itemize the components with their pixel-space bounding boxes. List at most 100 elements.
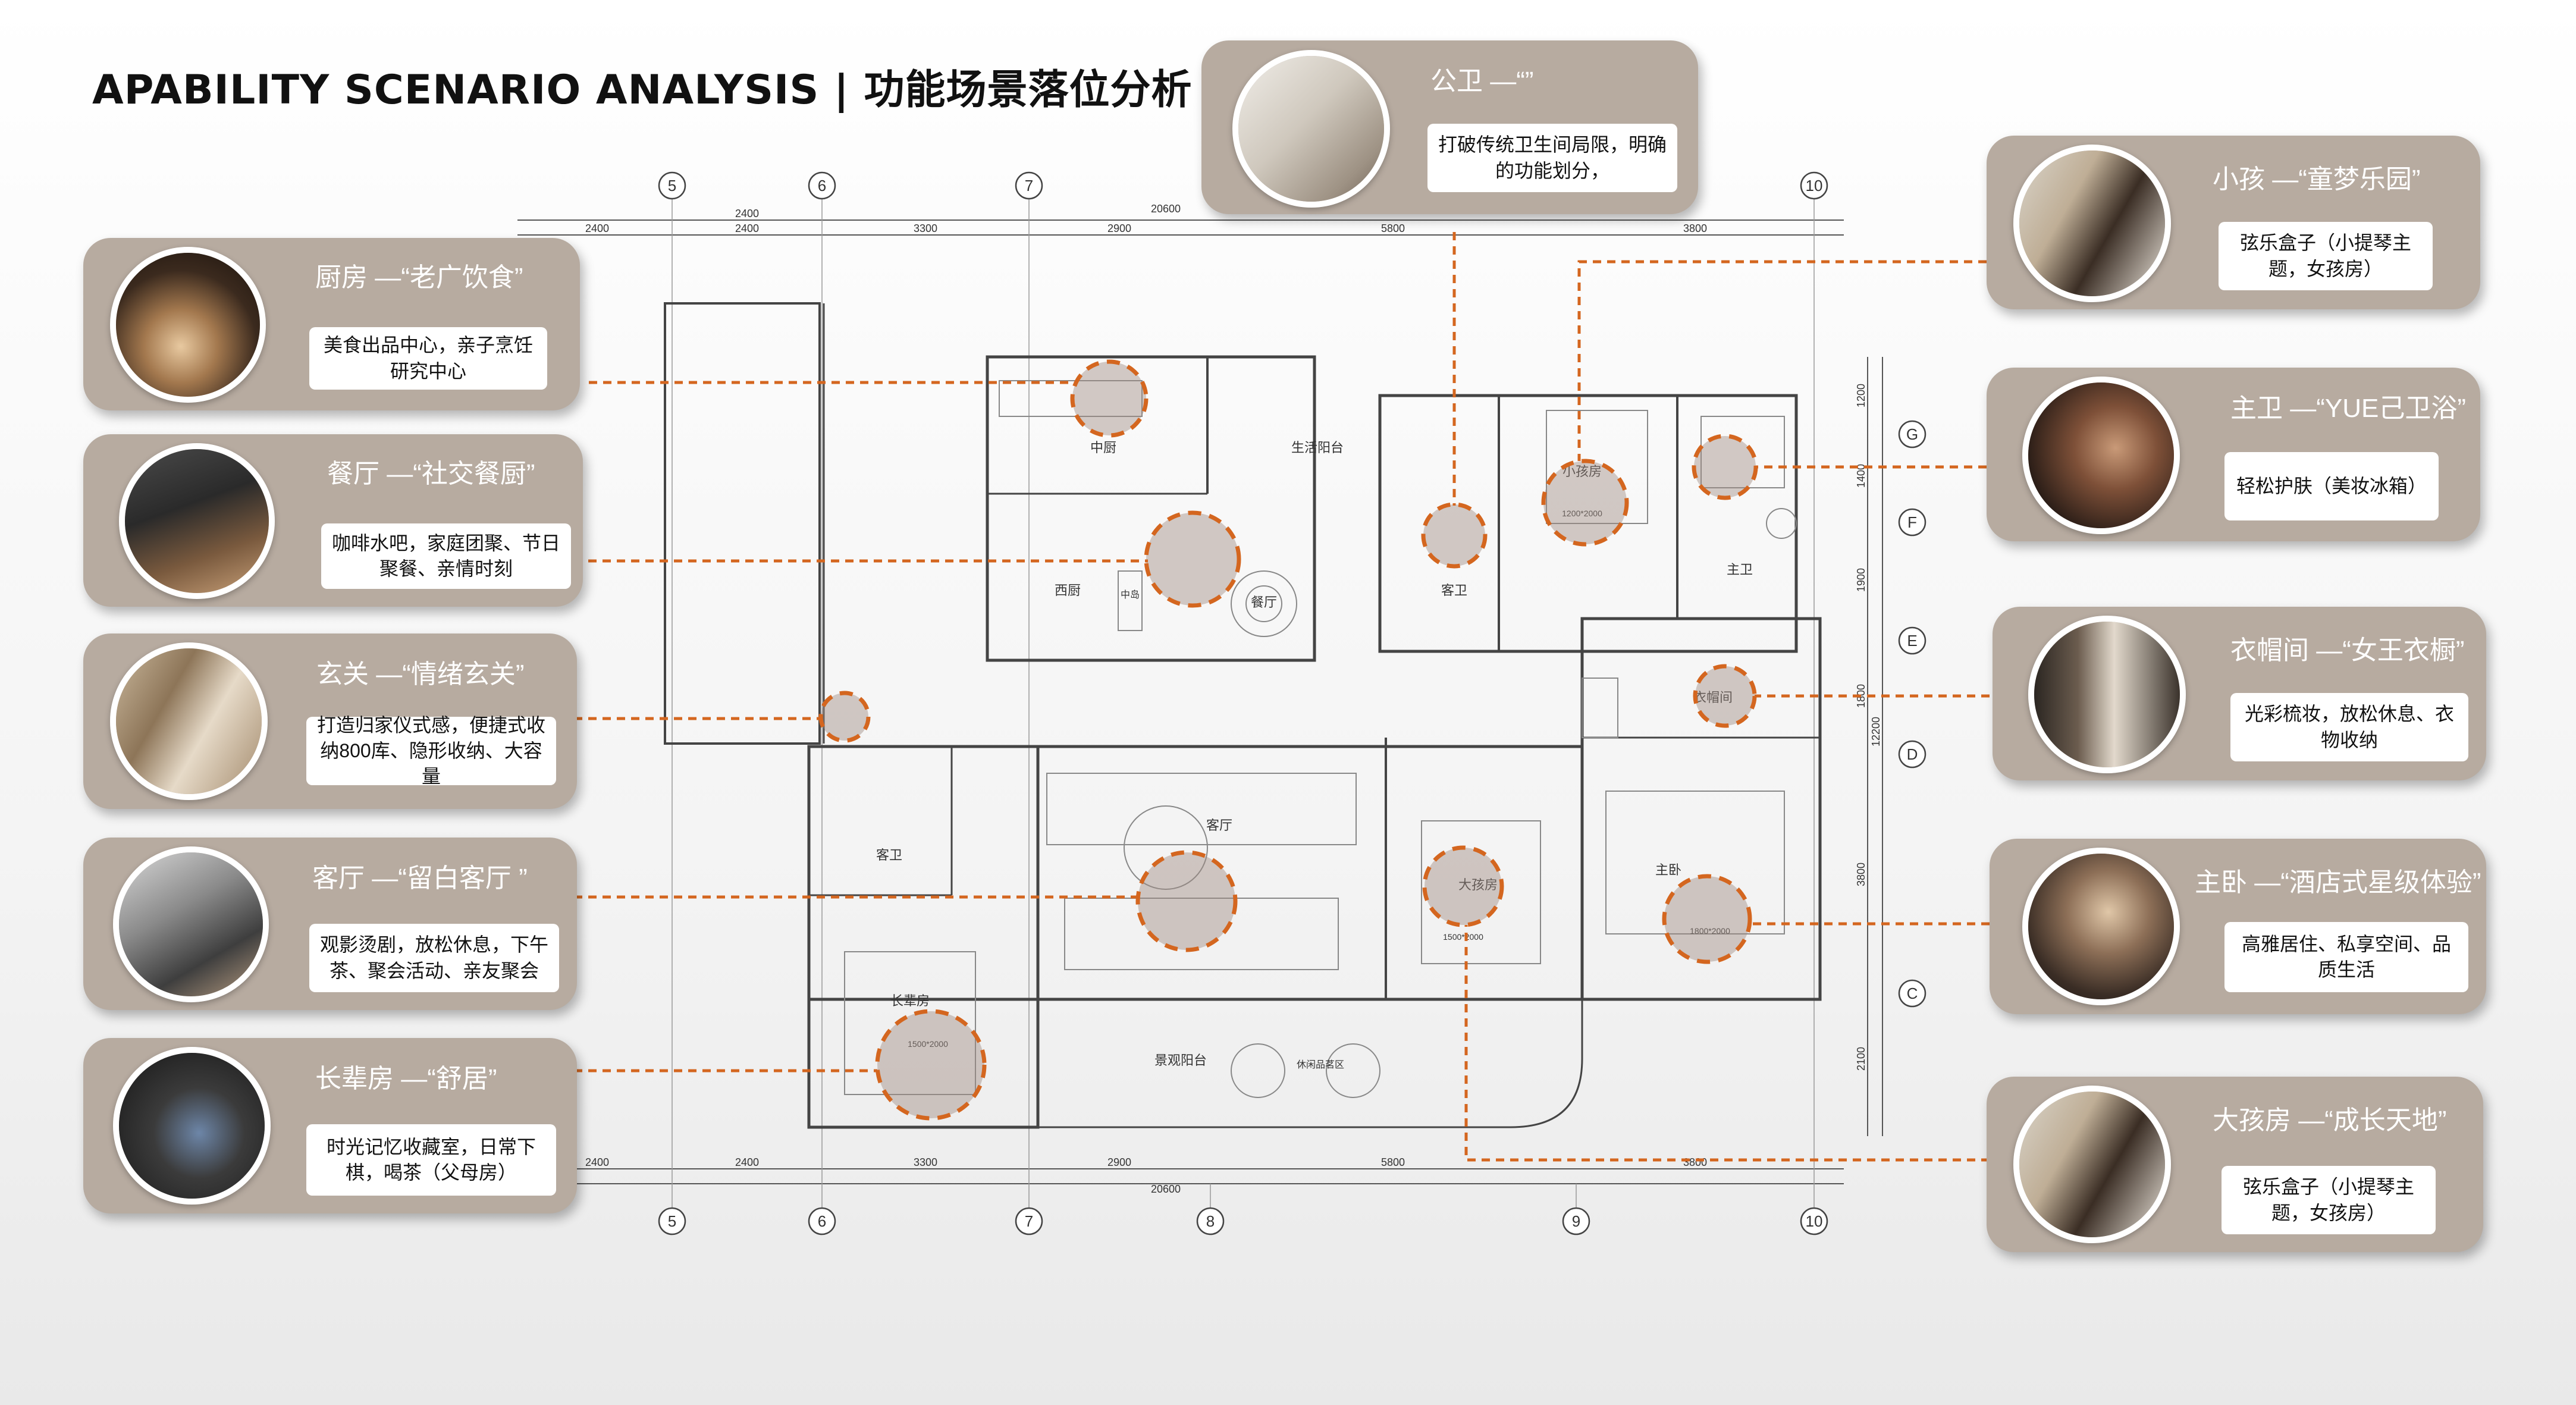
hotspot-master-bath: [1692, 434, 1758, 500]
dim-bottom-1: 2400: [585, 1156, 609, 1168]
dim-top-2b: 2400: [735, 222, 759, 234]
card-public-bath-title: 公卫 —“”: [1430, 67, 1534, 96]
dim-bottom-4: 2900: [1107, 1156, 1131, 1168]
room-zhongdao: 中岛: [1121, 589, 1140, 600]
card-kitchen-desc: 美食出品中心，亲子烹饪研究中心: [309, 327, 547, 390]
card-kitchen: 厨房 —“老广饮食” 美食出品中心，亲子烹饪研究中心: [83, 238, 580, 410]
room-jingguan: 景观阳台: [1154, 1053, 1207, 1068]
dim-top-2: 2400: [735, 208, 759, 219]
dim-bottom-total: 20600: [1151, 1183, 1181, 1195]
room-zhongchu: 中厨: [1090, 440, 1116, 455]
hotspot-living: [1135, 850, 1238, 952]
page-title: APABILITY SCENARIO ANALYSIS | 功能场景落位分析: [92, 67, 1193, 114]
connector-big-child: [1464, 925, 1990, 1162]
dim-right-6: 2100: [1855, 1047, 1867, 1071]
dim-right-2: 1400: [1855, 464, 1867, 488]
hotspot-child: [1541, 459, 1629, 547]
card-elder: 长辈房 —“舒居” 时光记忆收藏室，日常下棋，喝茶（父母房）: [83, 1038, 577, 1213]
card-child-title: 小孩 —“童梦乐园”: [2213, 165, 2421, 194]
row-label-e: E: [1907, 632, 1917, 650]
card-kitchen-title: 厨房 —“老广饮食”: [315, 263, 523, 292]
card-child: 小孩 —“童梦乐园” 弦乐盒子（小提琴主题，女孩房）: [1987, 136, 2480, 309]
dim-bottom-3: 3300: [914, 1156, 937, 1168]
public-bath-photo: [1232, 50, 1390, 208]
dim-top-6: 3800: [1683, 222, 1707, 234]
dim-right-1: 1200: [1855, 384, 1867, 407]
bed-size-large: 1800*2000: [1690, 926, 1730, 936]
card-living-title: 客厅 —“留白客厅 ”: [312, 864, 528, 893]
dim-top-1: 2400: [585, 222, 609, 234]
hotspot-kitchen: [1070, 359, 1149, 438]
card-public-bath: 公卫 —“” 打破传统卫生间局限，明确的功能划分，: [1201, 40, 1698, 214]
dim-top-total: 20600: [1151, 203, 1181, 215]
room-keting: 客厅: [1206, 818, 1232, 833]
room-xiuxian: 休闲品茗区: [1297, 1059, 1344, 1070]
bed-size-small: 1200*2000: [1562, 509, 1602, 518]
room-shenghuo: 生活阳台: [1291, 440, 1344, 455]
card-living: 客厅 —“留白客厅 ” 观影烫剧，放松休息，下午茶、聚会活动、亲友聚会: [83, 838, 577, 1010]
dim-bottom-2: 2400: [735, 1156, 759, 1168]
card-master-bath-title: 主卫 —“YUE己卫浴”: [2230, 394, 2466, 423]
row-label-g: G: [1906, 425, 1918, 443]
kitchen-photo: [110, 247, 266, 403]
room-zhangbei: 长辈房: [890, 993, 930, 1008]
card-living-desc: 观影烫剧，放松休息，下午茶、聚会活动、亲友聚会: [309, 924, 559, 992]
axis-label-7-bottom: 7: [1025, 1212, 1033, 1230]
card-dining-desc: 咖啡水吧，家庭团聚、节日聚餐、亲情时刻: [321, 523, 571, 589]
card-cloakroom-title: 衣帽间 —“女王衣橱”: [2230, 636, 2465, 665]
entry-photo: [110, 642, 268, 800]
dim-top-4: 2900: [1107, 222, 1131, 234]
dim-top-5: 5800: [1381, 222, 1405, 234]
row-label-d: D: [1907, 745, 1918, 763]
card-cloakroom: 衣帽间 —“女王衣橱” 光彩梳妆，放松休息、衣物收纳: [1993, 607, 2486, 780]
card-dining-title: 餐厅 —“社交餐厨”: [327, 459, 535, 488]
room-kewei: 客卫: [1441, 583, 1467, 598]
axis-label-5: 5: [668, 177, 676, 195]
dim-right-3: 1900: [1855, 568, 1867, 592]
dining-photo: [119, 443, 275, 599]
dim-top-3: 3300: [914, 222, 937, 234]
card-master-bed-desc: 高雅居住、私享空间、品质生活: [2224, 922, 2468, 992]
living-photo: [113, 846, 269, 1002]
card-public-bath-desc: 打破传统卫生间局限，明确的功能划分，: [1427, 124, 1677, 192]
row-label-c: C: [1907, 984, 1918, 1002]
card-master-bed: 主卧 —“酒店式星级体验” 高雅居住、私享空间、品质生活: [1990, 839, 2486, 1014]
card-dining: 餐厅 —“社交餐厨” 咖啡水吧，家庭团聚、节日聚餐、亲情时刻: [83, 434, 583, 607]
room-kewei2: 客卫: [876, 848, 902, 863]
card-entry-desc: 打造归家仪式感，便捷式收 纳800库、隐形收纳、大容量: [306, 714, 556, 787]
card-elder-desc: 时光记忆收藏室，日常下棋，喝茶（父母房）: [306, 1124, 556, 1196]
hotspot-big-child: [1422, 845, 1504, 927]
card-child-desc: 弦乐盒子（小提琴主题，女孩房）: [2219, 222, 2433, 290]
dim-right-5: 3800: [1855, 863, 1867, 886]
master-bath-photo: [2022, 377, 2180, 534]
hotspot-elder: [875, 1009, 987, 1121]
dim-right-total: 12200: [1870, 717, 1882, 747]
card-master-bath: 主卫 —“YUE己卫浴” 轻松护肤（美妆冰箱）: [1987, 368, 2480, 541]
axis-label-5-bottom: 5: [668, 1212, 676, 1230]
cloakroom-photo: [2028, 616, 2186, 773]
card-big-child: 大孩房 —“成长天地” 弦乐盒子（小提琴主题，女孩房）: [1987, 1077, 2483, 1252]
hotspot-entry: [818, 691, 871, 743]
dim-bottom-6: 3800: [1683, 1156, 1707, 1168]
bed-size-elder: 1500*2000: [908, 1039, 948, 1049]
child-photo: [2013, 145, 2171, 302]
axis-label-9-bottom: 9: [1572, 1212, 1580, 1230]
axis-label-10: 10: [1806, 177, 1823, 195]
room-yimaojian: 衣帽间: [1693, 690, 1733, 705]
card-big-child-title: 大孩房 —“成长天地”: [2213, 1106, 2447, 1135]
big-child-photo: [2013, 1086, 2171, 1243]
room-zhuwo: 主卧: [1655, 863, 1681, 877]
card-entry-title: 玄关 —“情绪玄关”: [316, 660, 525, 689]
axis-label-6: 6: [818, 177, 826, 195]
card-master-bath-desc: 轻松护肤（美妆冰箱）: [2224, 452, 2439, 520]
axis-label-6-bottom: 6: [818, 1212, 826, 1230]
bed-size-mid: 1500*2000: [1443, 932, 1483, 942]
row-label-f: F: [1907, 513, 1917, 531]
room-xichu: 西厨: [1055, 583, 1081, 598]
connector-child: [1577, 260, 1987, 461]
room-canting: 餐厅: [1251, 595, 1277, 610]
room-dahaifang: 大孩房: [1458, 877, 1498, 892]
master-bed-photo: [2022, 848, 2180, 1005]
hotspot-public-bath: [1421, 502, 1488, 569]
